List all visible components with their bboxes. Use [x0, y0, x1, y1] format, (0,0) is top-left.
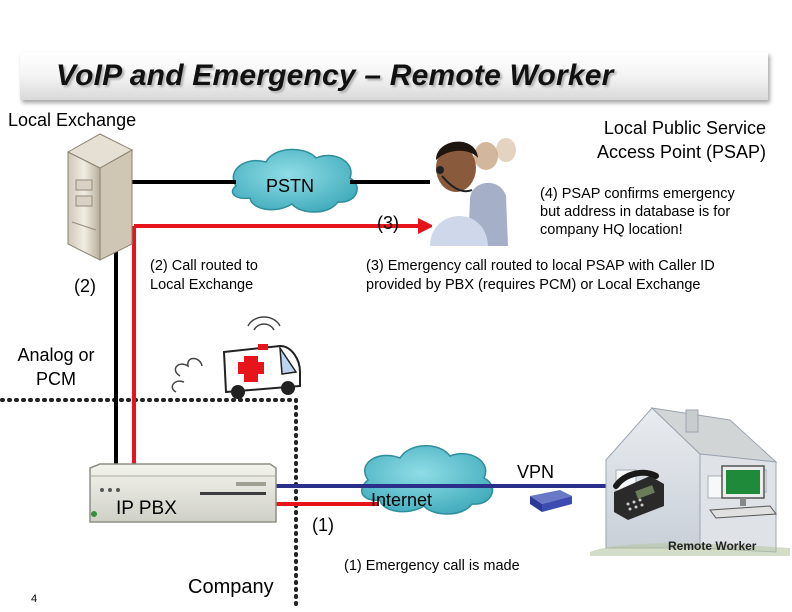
- psap-note: (4) PSAP confirms emergency but address …: [540, 185, 776, 239]
- psap-label-line2: Access Point (PSAP): [596, 142, 766, 162]
- emergency-call-path: [132, 224, 420, 506]
- step1-marker: (1): [312, 515, 334, 535]
- local-exchange-label: Local Exchange: [8, 110, 137, 130]
- step2-label: (2) Call routed to Local Exchange: [150, 257, 258, 295]
- step3-label: (3) Emergency call routed to local PSAP …: [366, 257, 715, 295]
- vpn-label: VPN: [517, 462, 555, 482]
- ip-pbx-device-icon: [89, 463, 277, 523]
- step3-label-line2: provided by PBX (requires PCM) or Local …: [366, 277, 701, 293]
- analog-pcm-line1: Analog or: [17, 345, 95, 365]
- psap-note-line1: (4) PSAP confirms emergency: [540, 186, 735, 202]
- ambulance-icon: [171, 316, 301, 399]
- title-banner: [20, 52, 768, 100]
- step2-label-line2: Local Exchange: [150, 277, 254, 293]
- ip-pbx-label: IP PBX: [116, 498, 177, 519]
- step1-label: (1) Emergency call is made: [344, 558, 520, 574]
- vpn-router-icon: [530, 490, 572, 512]
- call-center-operators-icon: [430, 118, 532, 246]
- company-label: Company: [188, 576, 274, 598]
- step3-label-line1: (3) Emergency call routed to local PSAP …: [366, 258, 715, 274]
- psap-label: Local Public Service Access Point (PSAP): [540, 116, 766, 164]
- internet-label: Internet: [371, 490, 433, 510]
- pstn-cloud: [231, 148, 358, 213]
- remote-worker-label: Remote Worker: [668, 539, 757, 553]
- psap-arrowhead: [418, 218, 434, 234]
- computer-icon: [709, 465, 777, 519]
- page-number: 4: [31, 593, 38, 605]
- pstn-label: PSTN: [266, 176, 315, 196]
- analog-pcm-line2: PCM: [36, 369, 76, 389]
- server-tower-icon: [66, 133, 134, 261]
- step2-marker: (2): [74, 276, 96, 296]
- step3-marker: (3): [377, 213, 399, 233]
- analog-pcm-label: Analog or PCM: [0, 343, 112, 391]
- psap-label-line1: Local Public Service: [603, 118, 766, 138]
- page-title: VoIP and Emergency – Remote Worker: [56, 59, 614, 92]
- desk-phone-icon: [613, 469, 664, 520]
- psap-note-line3: company HQ location!: [540, 222, 683, 238]
- step2-label-line1: (2) Call routed to: [150, 258, 258, 274]
- psap-note-line2: but address in database is for: [540, 204, 731, 220]
